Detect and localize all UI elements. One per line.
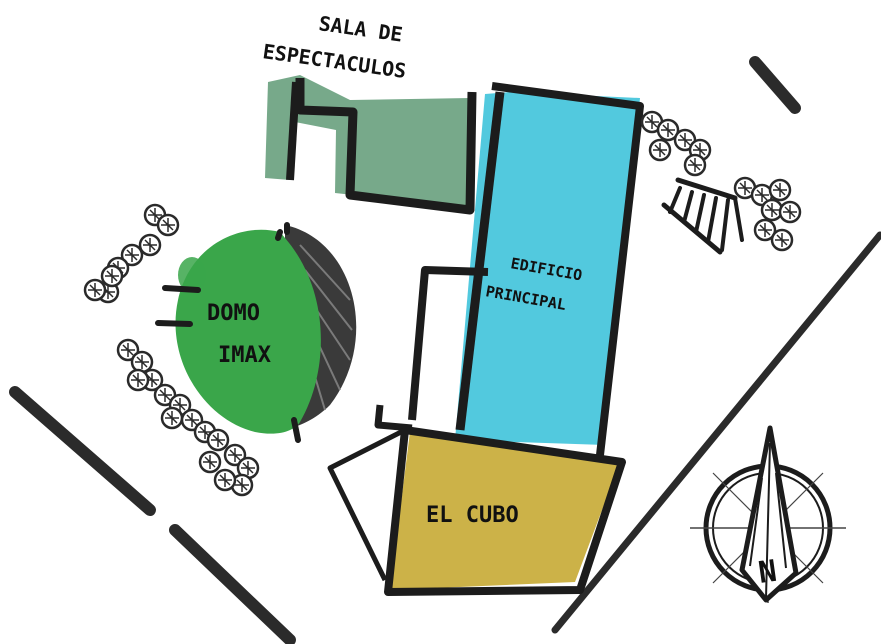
edificio-outline xyxy=(455,91,505,431)
road-line xyxy=(9,386,156,516)
sala-outline xyxy=(295,78,477,215)
annex-outline xyxy=(374,404,413,432)
domo-imax-building xyxy=(155,222,357,443)
tree-icon xyxy=(198,450,222,474)
tree-icon xyxy=(753,218,777,242)
domo-fill xyxy=(178,257,206,293)
tree-icon xyxy=(160,406,184,430)
tree-icon xyxy=(138,233,162,257)
label-domo-line2: IMAX xyxy=(218,343,271,368)
sala-de-espectaculos-building xyxy=(265,75,477,215)
structure-line xyxy=(675,177,738,201)
structure-line xyxy=(720,198,730,252)
label-domo-line1: DOMO xyxy=(207,301,260,326)
north-compass-icon: N xyxy=(690,425,846,603)
cubo-outline xyxy=(384,426,626,596)
tree-icon xyxy=(656,118,680,142)
road-lines xyxy=(9,56,881,644)
domo-fill xyxy=(175,229,321,434)
compass-letter: N xyxy=(756,554,779,591)
outdoor-structure xyxy=(661,177,744,255)
tree-icon xyxy=(213,468,237,492)
road-line xyxy=(551,231,881,634)
tree-icon xyxy=(83,278,107,302)
structure-line xyxy=(682,190,694,224)
trees xyxy=(83,110,802,497)
label-sala-line1: SALA DE xyxy=(317,11,404,46)
tree-icon xyxy=(206,428,230,452)
sala-outline xyxy=(286,81,300,181)
road-line xyxy=(749,56,801,114)
edificio-principal-building xyxy=(374,82,644,456)
tree-icon xyxy=(733,176,757,200)
structure-line xyxy=(694,193,706,234)
el-cubo-building xyxy=(327,426,626,596)
compass-needle-hatch xyxy=(749,442,787,599)
cubo-outline xyxy=(327,427,407,582)
label-sala-line2: ESPECTACULOS xyxy=(261,39,407,83)
structure-line xyxy=(661,202,723,255)
tree-icon xyxy=(648,138,672,162)
structure-line xyxy=(733,196,744,242)
tree-icon xyxy=(156,213,180,237)
domo-hatch-lines xyxy=(299,244,353,411)
annex-outline xyxy=(408,266,489,421)
tree-icon xyxy=(130,350,154,374)
structure-line xyxy=(668,186,682,214)
tree-icon xyxy=(683,153,707,177)
domo-outline xyxy=(155,222,301,443)
structure-line xyxy=(706,196,718,244)
tree-icon xyxy=(120,243,144,267)
label-el-cubo: EL CUBO xyxy=(426,503,519,528)
tree-icon xyxy=(223,443,247,467)
domo-hatch xyxy=(285,225,357,428)
road-line xyxy=(169,524,296,644)
tree-icon xyxy=(126,368,150,392)
cubo-fill xyxy=(390,432,620,590)
tree-icon xyxy=(770,228,794,252)
tree-icon xyxy=(778,200,802,224)
tree-icon xyxy=(100,264,124,288)
tree-icon xyxy=(116,338,140,362)
edificio-fill xyxy=(455,92,640,445)
edificio-outline xyxy=(491,82,644,456)
tree-icon xyxy=(768,178,792,202)
